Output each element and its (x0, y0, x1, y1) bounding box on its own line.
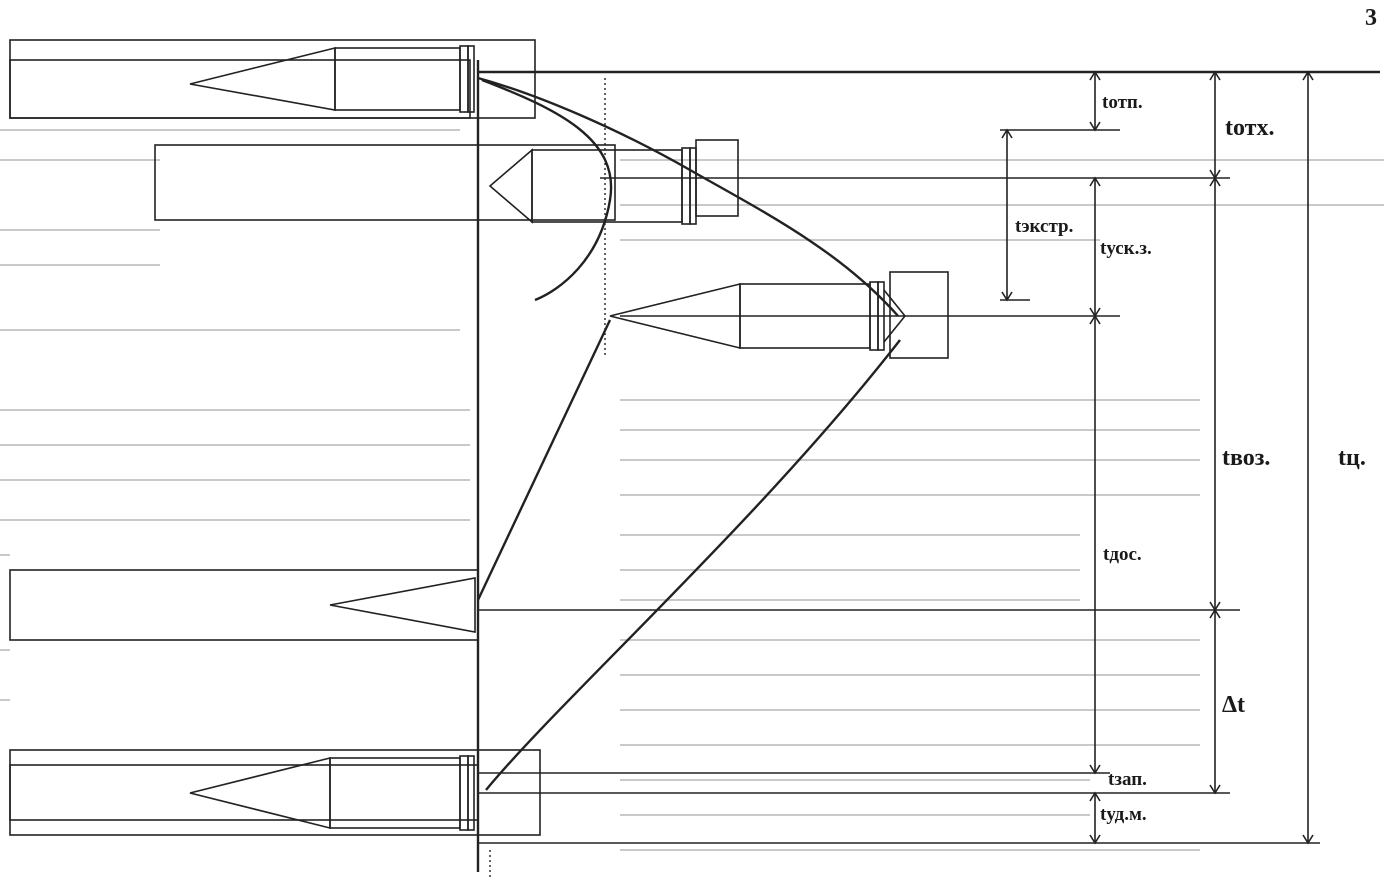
label-t-otx: tотх. (1225, 115, 1274, 141)
reference-lines (478, 70, 1380, 880)
corner-page-mark: 3 (1365, 5, 1377, 31)
cartridge-extraction (154, 139, 739, 225)
cartridge-top (9, 39, 536, 119)
label-t-voz: tвоз. (1222, 445, 1270, 471)
label-t-usk: tуск.з. (1100, 238, 1152, 259)
label-t-zap: tзап. (1108, 769, 1147, 790)
label-t-dos: tдос. (1103, 544, 1142, 565)
dimension-column-2 (1209, 70, 1221, 795)
dimension-column-3 (1302, 70, 1314, 845)
dimension-column-1 (1089, 70, 1101, 845)
label-t-ts: tц. (1338, 445, 1366, 471)
label-t-otp: tотп. (1102, 92, 1143, 113)
extraction-curve (481, 78, 613, 302)
label-t-ekstr: tэкстр. (1015, 216, 1073, 237)
cartridge-bottom (9, 749, 541, 836)
dimension-extraction (1001, 128, 1013, 302)
label-t-ud: tуд.м. (1100, 804, 1147, 825)
cartridge-feed (9, 569, 479, 641)
feed-line (476, 319, 612, 601)
return-curve (485, 339, 901, 791)
motion-curves (476, 76, 901, 791)
background-text-lines (0, 129, 1384, 851)
label-delta-t: Δt (1222, 692, 1245, 718)
bolt-path-curve (477, 76, 899, 317)
